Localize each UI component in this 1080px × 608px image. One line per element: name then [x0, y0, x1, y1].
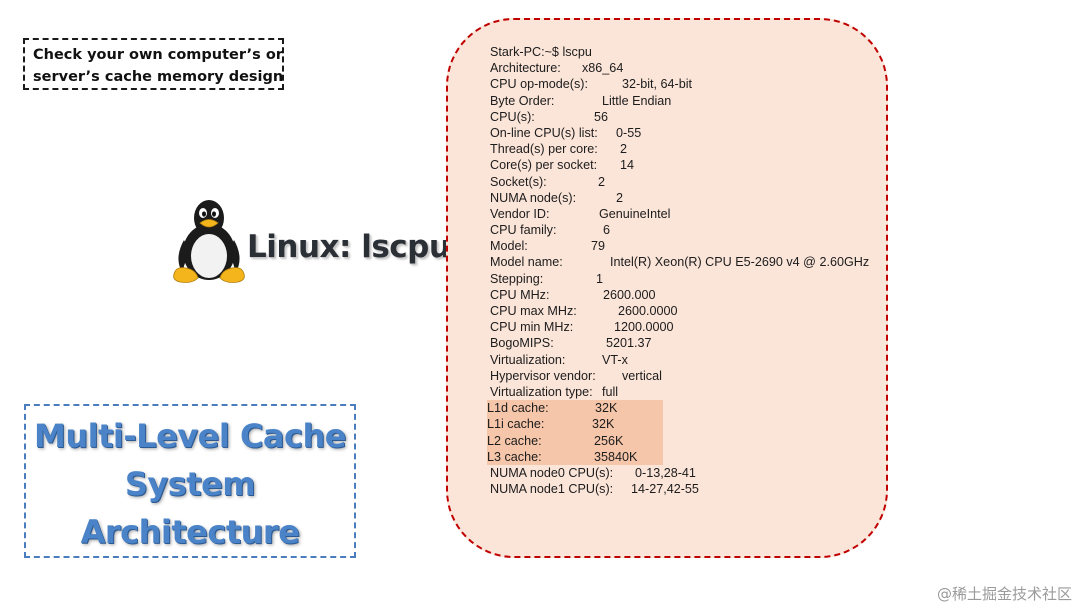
- lscpu-value: 256K: [594, 433, 624, 448]
- lscpu-key: Core(s) per socket:: [490, 158, 598, 173]
- lscpu-value: Little Endian: [602, 93, 672, 108]
- lscpu-key: Socket(s):: [490, 174, 547, 189]
- cache-row: L1i cache: 32K: [487, 416, 663, 433]
- lscpu-row: Stepping: 1: [490, 271, 880, 287]
- lscpu-value: full: [602, 384, 619, 399]
- note-line-1: Check your own computer’s or: [33, 47, 283, 63]
- lscpu-key: CPU MHz:: [490, 287, 550, 302]
- title-line-3: Architecture: [80, 513, 300, 551]
- lscpu-key: CPU(s):: [490, 109, 535, 124]
- lscpu-value: 0-13,28-41: [635, 465, 696, 480]
- lscpu-row: Socket(s): 2: [490, 174, 880, 190]
- lscpu-value: 2600.000: [603, 287, 656, 302]
- lscpu-value: 14: [620, 158, 635, 173]
- lscpu-value: 79: [591, 239, 606, 254]
- lscpu-key: Vendor ID:: [490, 206, 550, 221]
- lscpu-key: CPU min MHz:: [490, 320, 574, 335]
- lscpu-row: NUMA node(s): 2: [490, 190, 880, 206]
- terminal-prompt-text: Stark-PC:~$ lscpu: [490, 45, 592, 59]
- watermark: @稀土掘金技术社区: [936, 585, 1072, 603]
- lscpu-key: L3 cache:: [487, 449, 542, 464]
- lscpu-value: 56: [594, 109, 609, 124]
- lscpu-value: 32K: [592, 417, 615, 432]
- lscpu-value: 6: [603, 223, 611, 238]
- lscpu-row: On-line CPU(s) list: 0-55: [490, 125, 880, 141]
- lscpu-row: CPU family: 6: [490, 222, 880, 238]
- lscpu-row: Core(s) per socket: 14: [490, 157, 880, 173]
- lscpu-value: 5201.37: [606, 336, 652, 351]
- title-line-1: Multi-Level Cache: [34, 417, 346, 455]
- lscpu-key: Virtualization:: [490, 352, 566, 367]
- lscpu-value: 2600.0000: [618, 304, 678, 318]
- linux-lscpu-label: Linux: lscpu: [247, 229, 451, 265]
- lscpu-key: Model name:: [490, 255, 563, 270]
- terminal-prompt: Stark-PC:~$ lscpu: [490, 44, 880, 60]
- lscpu-key: Thread(s) per core:: [490, 142, 598, 157]
- lscpu-value: 32K: [595, 401, 618, 416]
- note-line-2: server’s cache memory design: [33, 69, 284, 85]
- lscpu-key: Model:: [490, 239, 528, 254]
- lscpu-row: Vendor ID: GenuineIntel: [490, 206, 880, 222]
- lscpu-row: CPU MHz: 2600.000: [490, 287, 880, 303]
- lscpu-key: NUMA node(s):: [490, 190, 577, 205]
- lscpu-row: CPU op-mode(s): 32-bit, 64-bit: [490, 76, 880, 92]
- lscpu-row: BogoMIPS: 5201.37: [490, 335, 880, 351]
- lscpu-value: 35840K: [594, 449, 638, 464]
- lscpu-value: 1200.0000: [614, 320, 674, 335]
- lscpu-row: Model: 79: [490, 238, 880, 254]
- lscpu-row: Virtualization: VT-x: [490, 352, 880, 368]
- cache-row: L2 cache: 256K: [487, 432, 663, 449]
- lscpu-key: CPU family:: [490, 223, 557, 238]
- lscpu-row: Byte Order: Little Endian: [490, 93, 880, 109]
- lscpu-value: 2: [620, 142, 628, 157]
- lscpu-row: Model name: Intel(R) Xeon(R) CPU E5-2690 …: [490, 254, 880, 270]
- lscpu-key: Stepping:: [490, 271, 544, 286]
- lscpu-value: 2: [598, 174, 606, 189]
- lscpu-key: On-line CPU(s) list:: [490, 125, 598, 140]
- lscpu-key: CPU max MHz:: [490, 304, 577, 318]
- lscpu-key: L1d cache:: [487, 401, 549, 416]
- lscpu-value: GenuineIntel: [599, 206, 671, 221]
- cache-row: L1d cache: 32K: [487, 400, 663, 417]
- lscpu-value: 32-bit, 64-bit: [622, 77, 693, 92]
- lscpu-row: CPU(s): 56: [490, 109, 880, 125]
- note-box: Check your own computer’s or server’s ca…: [23, 38, 284, 90]
- cache-row: L3 cache: 35840K: [487, 448, 663, 465]
- lscpu-value: 2: [616, 190, 624, 205]
- lscpu-key: NUMA node0 CPU(s):: [490, 465, 614, 480]
- lscpu-key: Architecture:: [490, 61, 561, 76]
- lscpu-row: Hypervisor vendor: vertical: [490, 368, 880, 384]
- lscpu-row: CPU min MHz: 1200.0000: [490, 319, 880, 335]
- lscpu-key: L2 cache:: [487, 433, 542, 448]
- title-line-2: System: [124, 465, 256, 503]
- tux-penguin-icon: [173, 200, 245, 283]
- lscpu-key: Byte Order:: [490, 93, 555, 108]
- lscpu-key: BogoMIPS:: [490, 336, 554, 351]
- lscpu-value: 14-27,42-55: [631, 482, 699, 497]
- lscpu-row: NUMA node1 CPU(s): 14-27,42-55: [490, 481, 880, 497]
- lscpu-value: 1: [596, 271, 604, 286]
- lscpu-row: Virtualization type: full: [490, 384, 880, 400]
- lscpu-value: VT-x: [602, 352, 628, 367]
- lscpu-row: Thread(s) per core: 2: [490, 141, 880, 157]
- lscpu-value: 0-55: [616, 125, 642, 140]
- title-box: Multi-Level Cache System Architecture: [24, 404, 356, 558]
- lscpu-key: NUMA node1 CPU(s):: [490, 482, 614, 497]
- lscpu-row: NUMA node0 CPU(s): 0-13,28-41: [490, 465, 880, 481]
- lscpu-row: CPU max MHz: 2600.0000: [490, 303, 880, 319]
- lscpu-value: vertical: [622, 368, 662, 383]
- lscpu-key: L1i cache:: [487, 417, 545, 432]
- lscpu-value: x86_64: [582, 61, 624, 76]
- lscpu-key: Hypervisor vendor:: [490, 368, 596, 383]
- lscpu-row: Architecture: x86_64: [490, 60, 880, 76]
- lscpu-key: CPU op-mode(s):: [490, 77, 588, 92]
- lscpu-value: Intel(R) Xeon(R) CPU E5-2690 v4 @ 2.60GH…: [610, 255, 870, 270]
- lscpu-key: Virtualization type:: [490, 384, 593, 399]
